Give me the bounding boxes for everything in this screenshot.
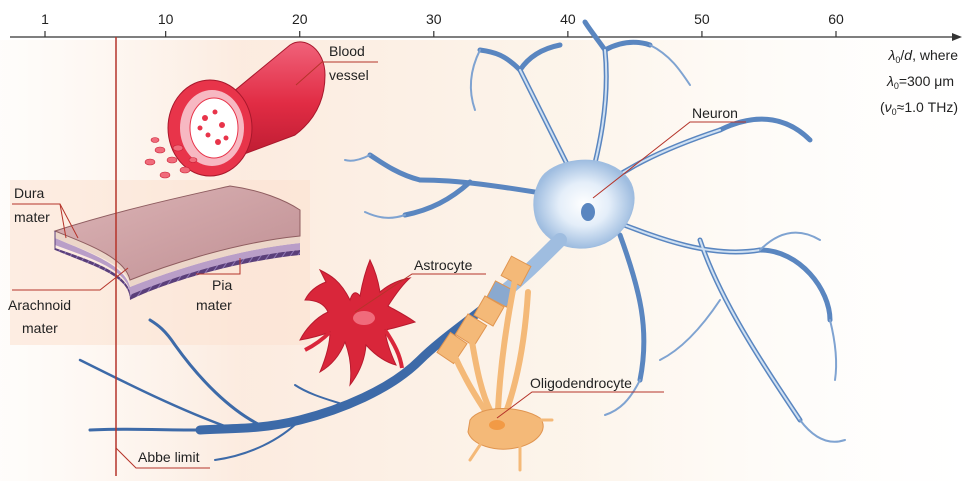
- label-oligodendrocyte: Oligodendrocyte: [530, 375, 632, 391]
- neuron-illustration: [78, 19, 846, 461]
- axis-tick-label: 40: [560, 11, 576, 27]
- axis-tick-label: 60: [828, 11, 844, 27]
- blood-vessel-illustration: [144, 41, 326, 179]
- axis-tick-label: 1: [41, 11, 49, 27]
- diagram-labels: Blood vessel Neuron Dura mater Arachnoid…: [8, 43, 738, 465]
- label-pia-2: mater: [196, 297, 232, 313]
- axis-arrow-icon: [952, 33, 962, 41]
- label-pia-1: Pia: [212, 277, 232, 293]
- label-dura-2: mater: [14, 209, 50, 225]
- oligodendrocyte-illustration: [436, 255, 554, 472]
- axis-tick-label: 20: [292, 11, 308, 27]
- axis-note-line-1: λ0/d, where: [887, 47, 958, 65]
- label-neuron: Neuron: [692, 105, 738, 121]
- leader-arachnoid: [12, 267, 129, 291]
- axis-note-line-2: λ0=300 μm: [886, 73, 954, 91]
- label-arachnoid-1: Arachnoid: [8, 297, 71, 313]
- leader-pia: [196, 258, 241, 275]
- label-blood-vessel-2: vessel: [329, 67, 369, 83]
- axis-tick-label: 30: [426, 11, 442, 27]
- label-arachnoid-2: mater: [22, 320, 58, 336]
- axis-tick-label: 10: [158, 11, 174, 27]
- leader-neuron: [592, 121, 746, 199]
- axis-note-line-3: (ν0≈1.0 THz): [880, 99, 958, 117]
- leader-dura-2: [59, 203, 67, 239]
- leader-astrocyte: [354, 273, 486, 313]
- label-dura-1: Dura: [14, 185, 45, 201]
- label-astrocyte: Astrocyte: [414, 257, 473, 273]
- wavelength-axis: 1 10 20 30 40 50 60 λ0/d, where λ0=300 μm (ν0≈…: [10, 11, 962, 117]
- leader-oligodendrocyte: [496, 391, 664, 419]
- neuron-soma: [533, 159, 635, 249]
- axis-tick-label: 50: [694, 11, 710, 27]
- label-abbe-limit: Abbe limit: [138, 449, 200, 465]
- axis-ticks: 1 10 20 30 40 50 60: [41, 11, 844, 37]
- leader-blood-vessel: [295, 61, 378, 86]
- label-blood-vessel-1: Blood: [329, 43, 365, 59]
- leader-abbe: [115, 447, 210, 469]
- label-leaders: [12, 61, 746, 469]
- neuron-nucleus: [581, 203, 595, 221]
